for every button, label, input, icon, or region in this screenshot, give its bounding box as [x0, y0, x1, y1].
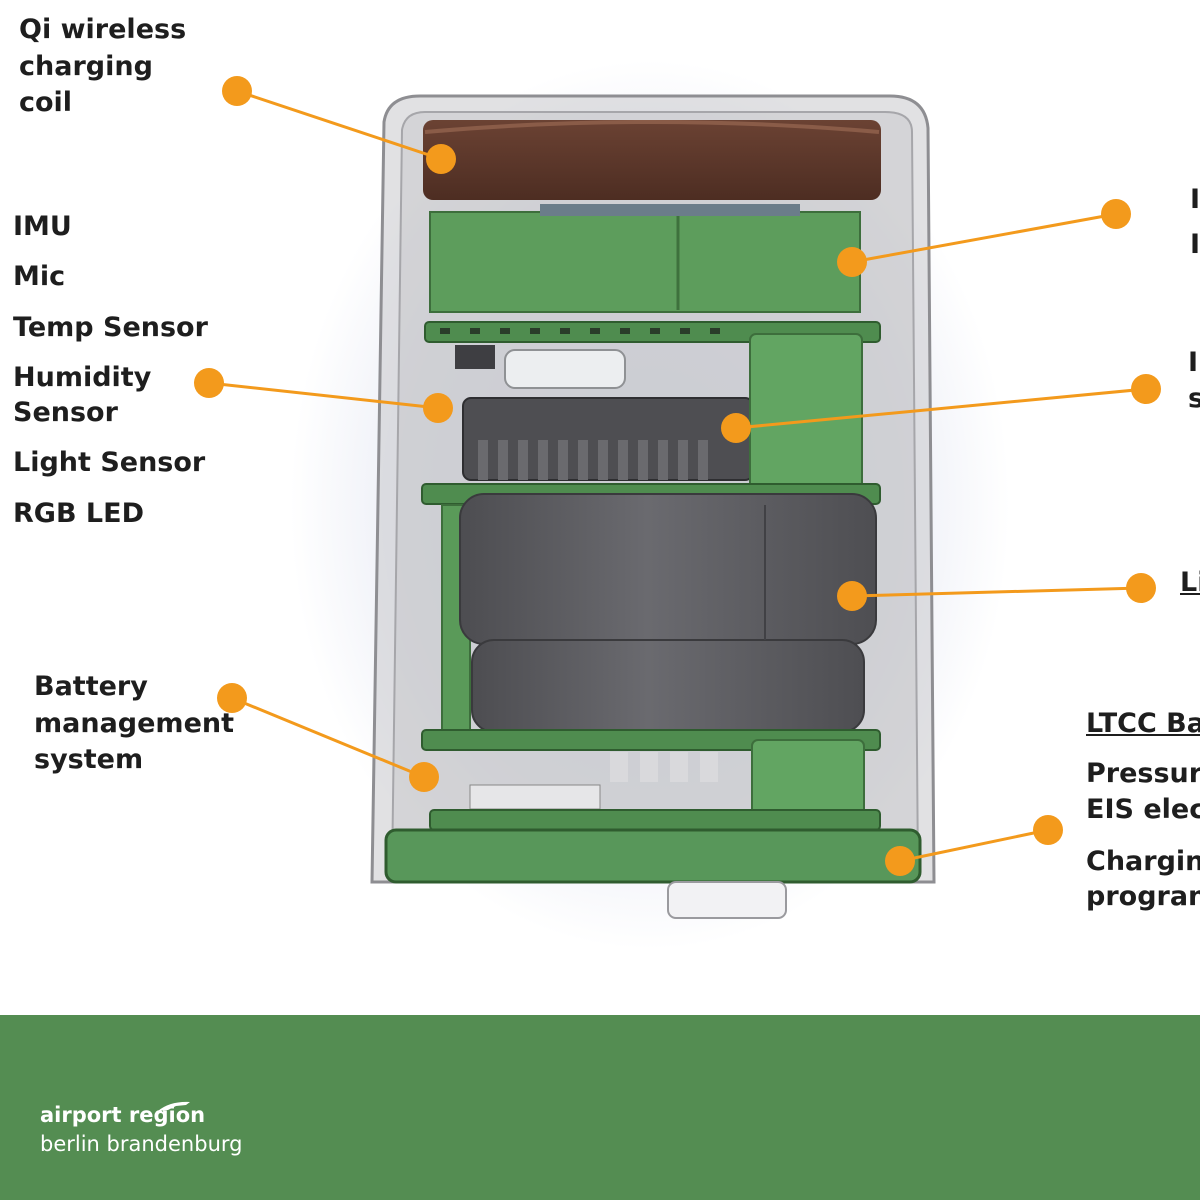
label-humidity-sensor: Sensor — [13, 397, 118, 428]
callout-dot — [1033, 815, 1063, 845]
pcb-dots-1 — [440, 328, 720, 334]
label-ltcc-item-3: Chargin — [1086, 846, 1200, 877]
board-components — [540, 204, 800, 216]
callout-dot — [423, 393, 453, 423]
label-ltcc-item-2: EIS elec — [1086, 794, 1200, 825]
callout-dot — [426, 144, 456, 174]
label-coil-1: Qi wireless — [19, 14, 187, 45]
label-rgb-led: RGB LED — [13, 498, 144, 529]
module-fins — [478, 440, 708, 480]
pcb-layer-4 — [429, 809, 881, 831]
callout-dot — [222, 76, 252, 106]
device-cross-section — [194, 60, 1161, 950]
label-bms-3: system — [34, 744, 144, 775]
device-diagram: Qi wireless charging coil IMU Mic Temp S… — [13, 14, 1200, 950]
label-right-battery: Li — [1180, 567, 1200, 598]
label-humidity: Humidity — [13, 362, 152, 393]
label-bms-2: management — [34, 708, 235, 739]
callout-dot — [217, 683, 247, 713]
label-mic: Mic — [13, 261, 66, 292]
label-right-top-1: I — [1190, 184, 1200, 215]
airplane-icon — [158, 1101, 190, 1111]
label-temp-sensor: Temp Sensor — [13, 312, 208, 343]
label-coil-2: charging — [19, 51, 153, 82]
top-board — [429, 211, 861, 313]
callout-dot — [1126, 573, 1156, 603]
bottom-connector — [667, 881, 787, 919]
ltcc-base-board — [384, 828, 922, 884]
callout-dot — [1101, 199, 1131, 229]
label-ltcc-item-1: Pressur — [1086, 758, 1200, 789]
bms-components — [610, 752, 718, 782]
callout-dot — [194, 368, 224, 398]
callout-lines — [208, 89, 1147, 863]
charging-coil — [423, 120, 881, 200]
battery-lower — [471, 639, 865, 733]
callout-dot — [885, 846, 915, 876]
label-light-sensor: Light Sensor — [13, 447, 206, 478]
label-ltcc-item-4: progran — [1086, 881, 1200, 912]
brand-line-1: airport region — [40, 1103, 206, 1127]
callout-dot — [837, 247, 867, 277]
label-ltcc-title: LTCC Ba — [1086, 708, 1200, 739]
callout-dot — [1131, 374, 1161, 404]
brand-line-2: berlin brandenburg — [40, 1132, 243, 1156]
label-coil-3: coil — [19, 87, 73, 118]
light-sensor-module — [504, 349, 626, 389]
label-right-top-2: I — [1190, 229, 1200, 260]
battery-upper — [459, 493, 877, 645]
callout-dot — [409, 762, 439, 792]
label-right-mid-2: s — [1188, 383, 1200, 414]
label-imu: IMU — [13, 211, 72, 242]
side-board-upper — [749, 333, 863, 495]
label-bms-1: Battery — [34, 671, 148, 702]
callout-dot — [721, 413, 751, 443]
label-right-mid-1: I — [1188, 347, 1199, 378]
callout-dots — [194, 76, 1161, 876]
footer-bar — [0, 1015, 1200, 1200]
callout-dot — [837, 581, 867, 611]
